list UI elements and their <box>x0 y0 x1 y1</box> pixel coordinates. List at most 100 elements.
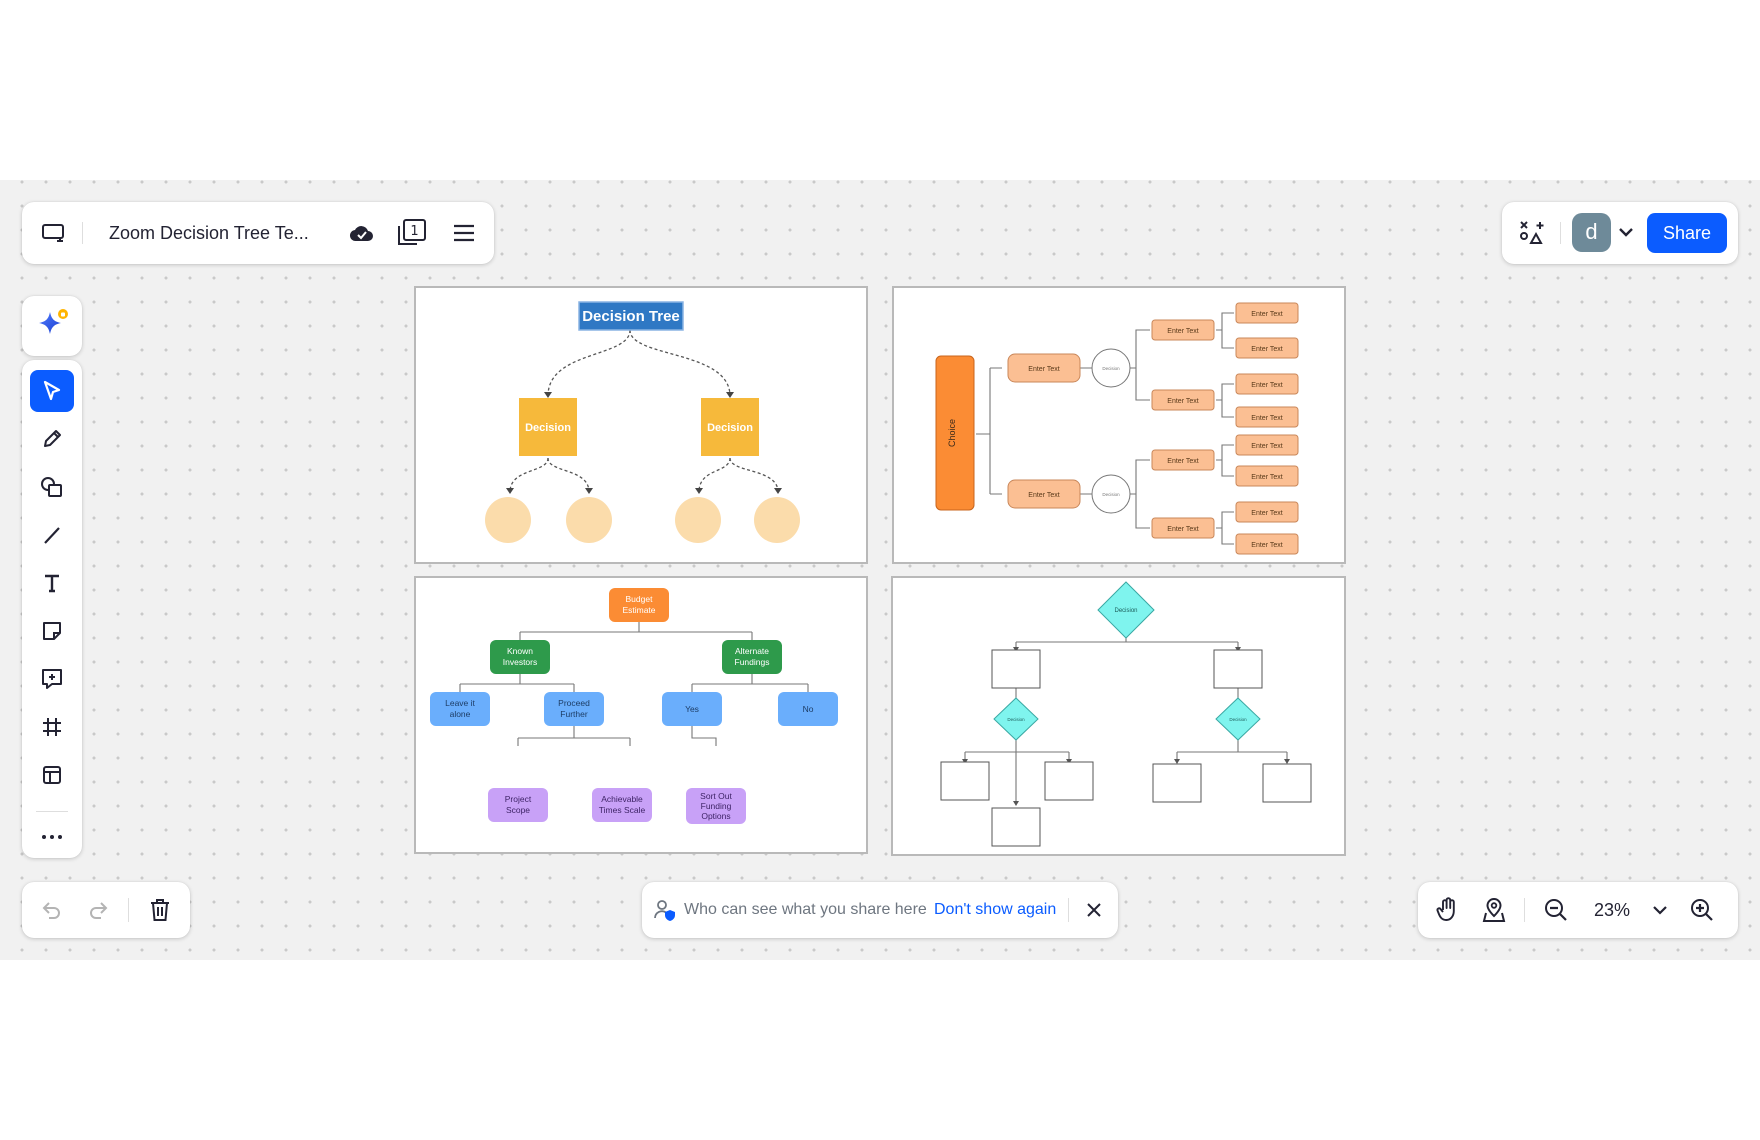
choice-box[interactable] <box>935 355 975 511</box>
dont-show-again-link[interactable]: Don't show again <box>934 901 1057 918</box>
decision-circle[interactable] <box>1091 474 1131 514</box>
process-box[interactable] <box>1262 763 1312 803</box>
delete-button[interactable] <box>140 890 180 930</box>
frame-tool[interactable] <box>30 706 74 748</box>
process-box[interactable] <box>1152 763 1202 803</box>
project-scope-node[interactable] <box>488 788 548 822</box>
more-tools-button[interactable] <box>30 816 74 858</box>
ai-companion-button[interactable] <box>22 296 82 356</box>
minimap-button[interactable] <box>1474 890 1514 930</box>
sort-out-node[interactable] <box>686 788 746 824</box>
hand-tool-button[interactable] <box>1428 890 1468 930</box>
process-box[interactable] <box>940 761 990 801</box>
redo-button[interactable] <box>78 890 118 930</box>
divider <box>82 222 83 244</box>
leaf-box[interactable] <box>1235 337 1299 359</box>
outcome-circle[interactable] <box>675 497 721 543</box>
line-tool[interactable] <box>30 514 74 556</box>
template-decision-tree-3[interactable]: Budget Estimate Known Investors Alternat… <box>414 576 868 854</box>
leaf-label: Enter Text <box>1251 542 1282 549</box>
proceed-further-node[interactable] <box>544 692 604 726</box>
template-decision-tree-4[interactable]: Decision Decision Decision <box>891 576 1346 856</box>
chevron-down-icon[interactable] <box>1614 220 1638 244</box>
comment-tool[interactable] <box>30 658 74 700</box>
known-investors-node[interactable] <box>490 640 550 674</box>
tree-title: Decision Tree <box>582 308 680 325</box>
sticky-note-icon <box>43 622 61 640</box>
decision-circle-label: Decision <box>1102 492 1120 497</box>
select-tool[interactable] <box>30 370 74 412</box>
divider <box>1524 898 1525 922</box>
diamond-label: Decision <box>1114 608 1137 614</box>
leaf-label: Enter Text <box>1251 510 1282 517</box>
decision-diamond-right[interactable] <box>1215 697 1261 741</box>
decision-diamond-left[interactable] <box>993 697 1039 741</box>
leaf-box[interactable] <box>1235 533 1299 555</box>
zoom-toolbar: 23% <box>1418 882 1738 938</box>
node-box[interactable] <box>1151 449 1215 471</box>
zoom-out-button[interactable] <box>1536 890 1576 930</box>
zoom-in-button[interactable] <box>1682 890 1722 930</box>
process-box[interactable] <box>1213 649 1263 689</box>
node-box[interactable] <box>1151 319 1215 341</box>
node-label-line: Achievable <box>601 794 643 804</box>
leaf-box[interactable] <box>1235 465 1299 487</box>
board-menu-icon[interactable] <box>36 202 70 264</box>
undo-button[interactable] <box>32 890 72 930</box>
outcome-circle[interactable] <box>754 497 800 543</box>
leave-alone-node[interactable] <box>430 692 490 726</box>
process-box[interactable] <box>1044 761 1094 801</box>
template-tool[interactable] <box>30 754 74 796</box>
node-box[interactable] <box>1007 479 1081 509</box>
process-box[interactable] <box>991 807 1041 847</box>
whiteboard-canvas[interactable]: Zoom Decision Tree Te... 1 d Share <box>0 180 1760 960</box>
leaf-box[interactable] <box>1235 406 1299 428</box>
tree-title-box[interactable] <box>578 301 684 331</box>
diamond-label: Decision <box>1229 717 1247 722</box>
yes-node[interactable] <box>662 692 722 726</box>
cloud-saved-icon[interactable] <box>344 202 380 264</box>
leaf-box[interactable] <box>1235 434 1299 456</box>
leaf-box[interactable] <box>1235 302 1299 324</box>
pen-icon <box>44 430 61 447</box>
outcome-circle[interactable] <box>485 497 531 543</box>
times-scale-node[interactable] <box>592 788 652 822</box>
zoom-dropdown-icon[interactable] <box>1648 898 1672 922</box>
sticky-note-tool[interactable] <box>30 610 74 652</box>
leaf-label: Enter Text <box>1251 415 1282 422</box>
zoom-level[interactable]: 23% <box>1594 900 1631 920</box>
shapes-tool[interactable] <box>30 466 74 508</box>
leaf-box[interactable] <box>1235 501 1299 523</box>
template-decision-tree-2[interactable]: Choice Enter Text Enter Text Decision De… <box>892 286 1346 564</box>
pen-tool[interactable] <box>30 418 74 460</box>
alternate-fundings-node[interactable] <box>722 640 782 674</box>
share-button[interactable]: Share <box>1647 213 1727 253</box>
notice-text: Who can see what you share here <box>684 901 927 918</box>
page-count-icon[interactable]: 1 <box>392 202 432 264</box>
avatar[interactable]: d <box>1572 213 1611 252</box>
smart-recognition-icon[interactable] <box>1512 213 1552 253</box>
hamburger-menu-icon[interactable] <box>444 202 484 264</box>
template-icon <box>43 766 61 784</box>
close-notice-button[interactable] <box>1078 894 1110 926</box>
decision-circle[interactable] <box>1091 348 1131 388</box>
node-box[interactable] <box>1007 353 1081 383</box>
node-box[interactable] <box>1151 517 1215 539</box>
template-decision-tree-1[interactable]: Decision Tree Decision Decision <box>414 286 868 564</box>
outcome-circle[interactable] <box>566 497 612 543</box>
document-title[interactable]: Zoom Decision Tree Te... <box>109 223 309 243</box>
budget-node[interactable] <box>609 588 669 622</box>
share-toolbar: d Share <box>1502 202 1738 264</box>
leaf-box[interactable] <box>1235 373 1299 395</box>
decision-box-left[interactable] <box>519 398 577 456</box>
no-node[interactable] <box>778 692 838 726</box>
decision-diamond-top[interactable] <box>1097 581 1155 639</box>
text-tool[interactable] <box>30 562 74 604</box>
decision-label-left: Decision <box>525 422 571 434</box>
process-box[interactable] <box>991 649 1041 689</box>
node-label-line: Known <box>507 646 533 656</box>
node-box[interactable] <box>1151 389 1215 411</box>
level3-nodes: Enter Text Enter Text Enter Text Enter T… <box>1151 319 1215 539</box>
decision-box-right[interactable] <box>701 398 759 456</box>
close-icon <box>1087 903 1101 917</box>
